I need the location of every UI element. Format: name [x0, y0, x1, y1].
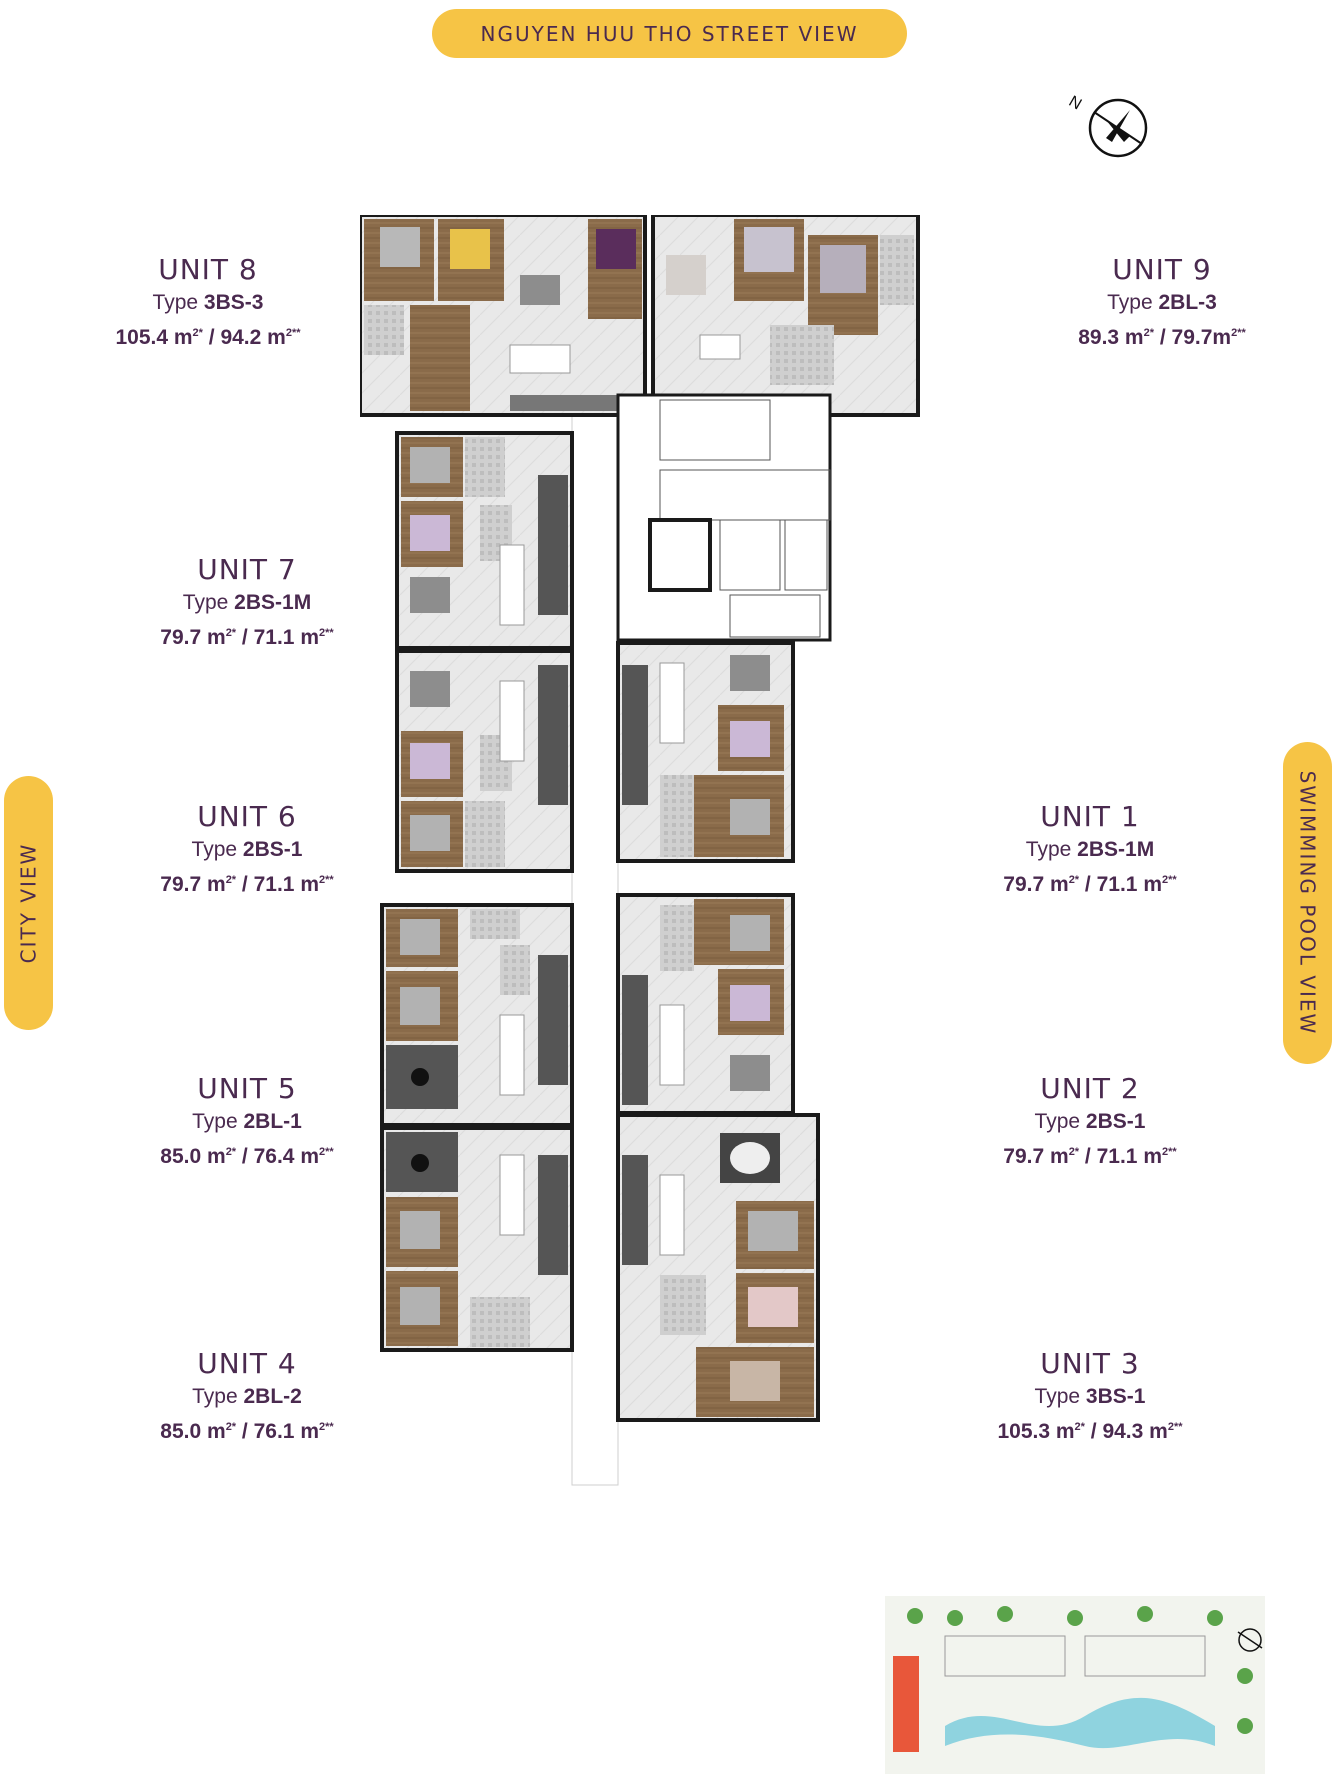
- unit-type: Type 2BL-3: [1107, 291, 1217, 314]
- street-view-label: NGUYEN HUU THO STREET VIEW: [432, 9, 907, 58]
- pool-shape: [945, 1697, 1215, 1749]
- plan-unit-8: [360, 215, 647, 417]
- unit-label-4: UNIT 4 Type 2BL-2 85.0 m2* / 76.1 m2**: [97, 1346, 397, 1447]
- unit-type: Type 2BL-2: [192, 1385, 302, 1408]
- plan-unit-2: [616, 893, 795, 1115]
- plan-unit-1: [616, 641, 795, 863]
- compass-icon: N: [1068, 93, 1148, 158]
- unit-name: UNIT 8: [158, 253, 258, 286]
- unit-type: Type 3BS-1: [1034, 1385, 1146, 1408]
- unit-name: UNIT 4: [197, 1347, 297, 1380]
- plan-unit-4: [380, 1126, 574, 1352]
- tree-icon: [907, 1608, 923, 1624]
- site-map-compass-icon: [1237, 1628, 1263, 1652]
- unit-area: 85.0 m2* / 76.4 m2**: [160, 1145, 334, 1168]
- plan-unit-9: [651, 215, 920, 417]
- pool-view-label: SWIMMING POOL VIEW: [1283, 742, 1332, 1064]
- unit-type: Type 2BS-1M: [1025, 838, 1155, 861]
- unit-area: 79.7 m2* / 71.1 m2**: [160, 873, 334, 896]
- unit-area: 79.7 m2* / 71.1 m2**: [1003, 873, 1177, 896]
- tree-icon: [1237, 1718, 1253, 1734]
- unit-area: 89.3 m2* / 79.7m2**: [1078, 326, 1246, 349]
- unit-label-6: UNIT 6 Type 2BS-1 79.7 m2* / 71.1 m2**: [97, 799, 397, 900]
- corridor: [571, 384, 619, 1486]
- unit-area: 105.4 m2* / 94.2 m2**: [115, 326, 301, 349]
- tree-icon: [997, 1606, 1013, 1622]
- unit-name: UNIT 5: [197, 1072, 297, 1105]
- unit-name: UNIT 9: [1112, 253, 1212, 286]
- unit-name: UNIT 1: [1040, 800, 1140, 833]
- unit-type: Type 3BS-3: [152, 291, 264, 314]
- unit-name: UNIT 3: [1040, 1347, 1140, 1380]
- site-map: [885, 1596, 1265, 1774]
- unit-name: UNIT 6: [197, 800, 297, 833]
- unit-area: 79.7 m2* / 71.1 m2**: [160, 626, 334, 649]
- plan-unit-6: [395, 649, 574, 873]
- tree-icon: [1237, 1668, 1253, 1684]
- tree-icon: [1067, 1610, 1083, 1626]
- plan-unit-5: [380, 903, 574, 1127]
- unit-area: 79.7 m2* / 71.1 m2**: [1003, 1145, 1177, 1168]
- unit-label-8: UNIT 8 Type 3BS-3 105.4 m2* / 94.2 m2**: [58, 252, 358, 353]
- plan-unit-3: [616, 1113, 820, 1422]
- unit-label-2: UNIT 2 Type 2BS-1 79.7 m2* / 71.1 m2**: [940, 1071, 1240, 1172]
- tree-icon: [1207, 1610, 1223, 1626]
- tower-outline: [1084, 1635, 1206, 1677]
- unit-type: Type 2BS-1M: [182, 591, 312, 614]
- plan-unit-7: [395, 431, 574, 650]
- tree-icon: [947, 1610, 963, 1626]
- unit-area: 85.0 m2* / 76.1 m2**: [160, 1420, 334, 1443]
- highlighted-tower: [893, 1656, 919, 1752]
- unit-area: 105.3 m2* / 94.3 m2**: [997, 1420, 1183, 1443]
- unit-label-5: UNIT 5 Type 2BL-1 85.0 m2* / 76.4 m2**: [97, 1071, 397, 1172]
- city-view-text: CITY VIEW: [16, 842, 41, 964]
- plan-core: [616, 393, 832, 642]
- unit-name: UNIT 2: [1040, 1072, 1140, 1105]
- unit-label-9: UNIT 9 Type 2BL-3 89.3 m2* / 79.7m2**: [1012, 252, 1312, 353]
- unit-type: Type 2BS-1: [191, 838, 303, 861]
- pool-view-text: SWIMMING POOL VIEW: [1295, 770, 1320, 1036]
- unit-label-1: UNIT 1 Type 2BS-1M 79.7 m2* / 71.1 m2**: [940, 799, 1240, 900]
- compass-north-letter: N: [1068, 93, 1084, 114]
- unit-name: UNIT 7: [197, 553, 297, 586]
- unit-label-7: UNIT 7 Type 2BS-1M 79.7 m2* / 71.1 m2**: [97, 552, 397, 653]
- unit-type: Type 2BL-1: [192, 1110, 302, 1133]
- floor-plan: [360, 215, 920, 1486]
- unit-type: Type 2BS-1: [1034, 1110, 1146, 1133]
- tower-outline: [944, 1635, 1066, 1677]
- street-view-text: NGUYEN HUU THO STREET VIEW: [480, 21, 859, 46]
- tree-icon: [1137, 1606, 1153, 1622]
- unit-label-3: UNIT 3 Type 3BS-1 105.3 m2* / 94.3 m2**: [940, 1346, 1240, 1447]
- city-view-label: CITY VIEW: [4, 776, 53, 1030]
